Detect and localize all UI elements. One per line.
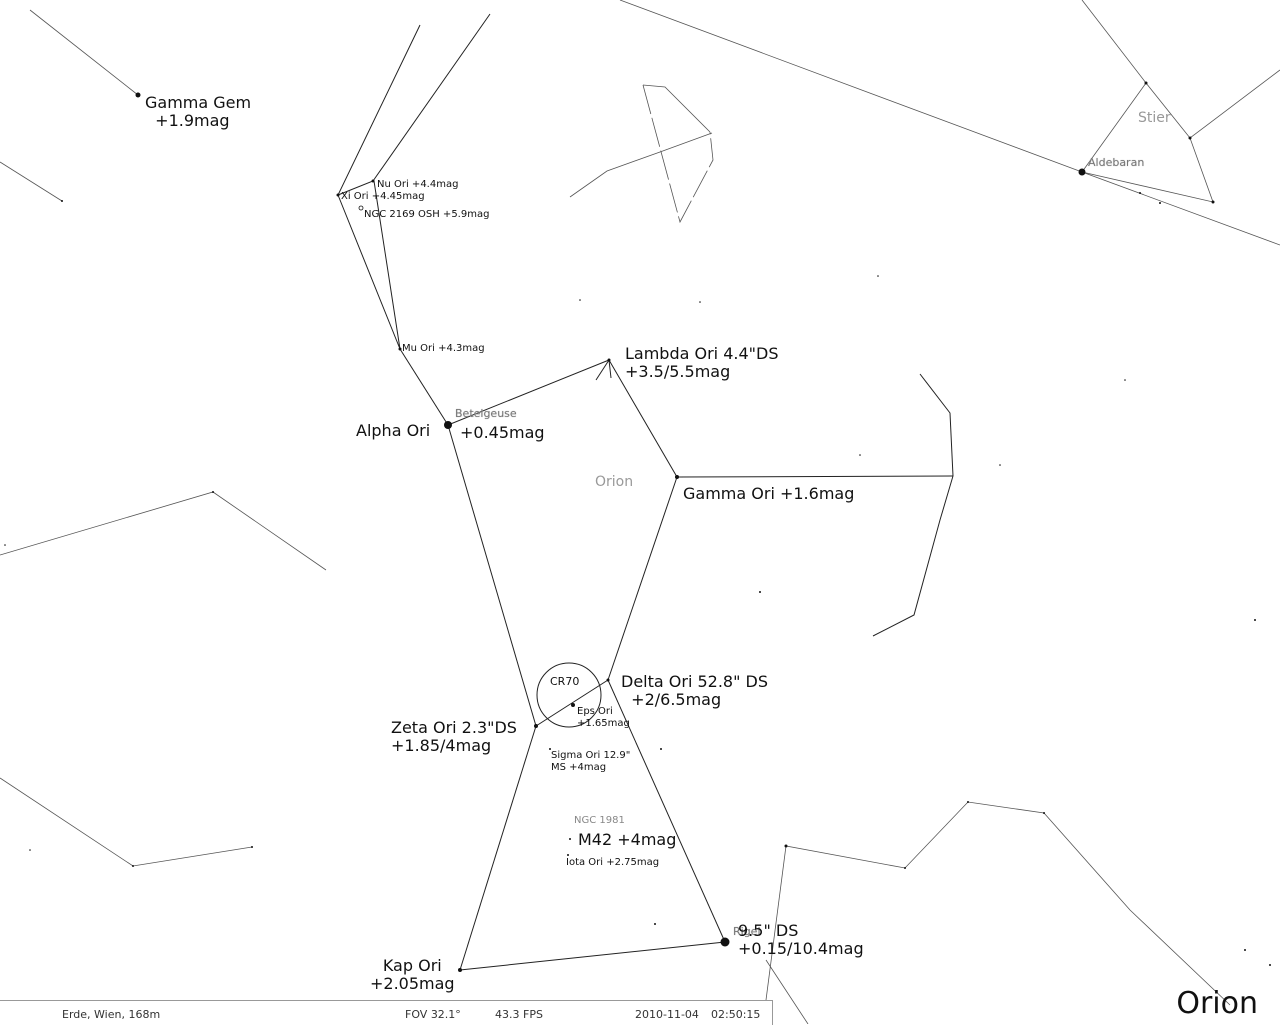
label-ngc2169: NGC 2169 OSH +5.9mag	[364, 209, 490, 220]
label-rigel-info: 9.5" DS +0.15/10.4mag	[738, 921, 864, 959]
label-lambda-ori: Lambda Ori 4.4"DS +3.5/5.5mag	[625, 344, 779, 382]
label-gamma-ori: Gamma Ori +1.6mag	[683, 484, 855, 503]
label-alpha-ori: Alpha Ori	[356, 421, 431, 440]
label-zeta-ori: Zeta Ori 2.3"DS +1.85/4mag	[391, 718, 517, 756]
status-location: Erde, Wien, 168m	[62, 1008, 161, 1021]
label-nu-ori: Nu Ori +4.4mag	[377, 179, 459, 190]
label-iota-ori: Iota Ori +2.75mag	[566, 857, 660, 868]
label-ngc1981: NGC 1981	[574, 815, 625, 826]
label-rigel: Rigel	[733, 925, 761, 938]
status-fps: 43.3 FPS	[495, 1008, 543, 1021]
label-betelgeuse: Betelgeuse	[455, 407, 517, 420]
label-sigma-ori: Sigma Ori 12.9" MS +4mag	[551, 750, 631, 773]
status-date: 2010-11-04	[635, 1008, 699, 1021]
stars	[4, 81, 1271, 972]
label-kap-ori: Kap Ori +2.05mag	[370, 956, 455, 994]
status-bar: Erde, Wien, 168m FOV 32.1° 43.3 FPS 2010…	[0, 1000, 773, 1025]
label-alpha-mag: +0.45mag	[460, 423, 545, 442]
label-aldebaran: Aldebaran	[1088, 156, 1145, 169]
orion-lines	[336, 13, 954, 971]
status-fov: FOV 32.1°	[405, 1008, 461, 1021]
constellation-title: Orion	[1176, 986, 1258, 1021]
label-mu-ori: Mu Ori +4.3mag	[402, 343, 485, 354]
label-xi-ori: Xi Ori +4.45mag	[341, 191, 425, 202]
label-gamma-gem: Gamma Gem +1.9mag	[145, 93, 252, 131]
label-m42: M42 +4mag	[578, 830, 677, 849]
cr70-circle[interactable]	[536, 662, 602, 728]
label-stier-constellation: Stier	[1138, 110, 1171, 126]
label-cr70: CR70	[550, 675, 580, 688]
status-time: 02:50:15	[711, 1008, 761, 1021]
label-orion-constellation: Orion	[595, 474, 634, 490]
label-eps-ori: Eps Ori +1.65mag	[577, 706, 630, 729]
label-delta-ori: Delta Ori 52.8" DS +2/6.5mag	[621, 672, 769, 710]
